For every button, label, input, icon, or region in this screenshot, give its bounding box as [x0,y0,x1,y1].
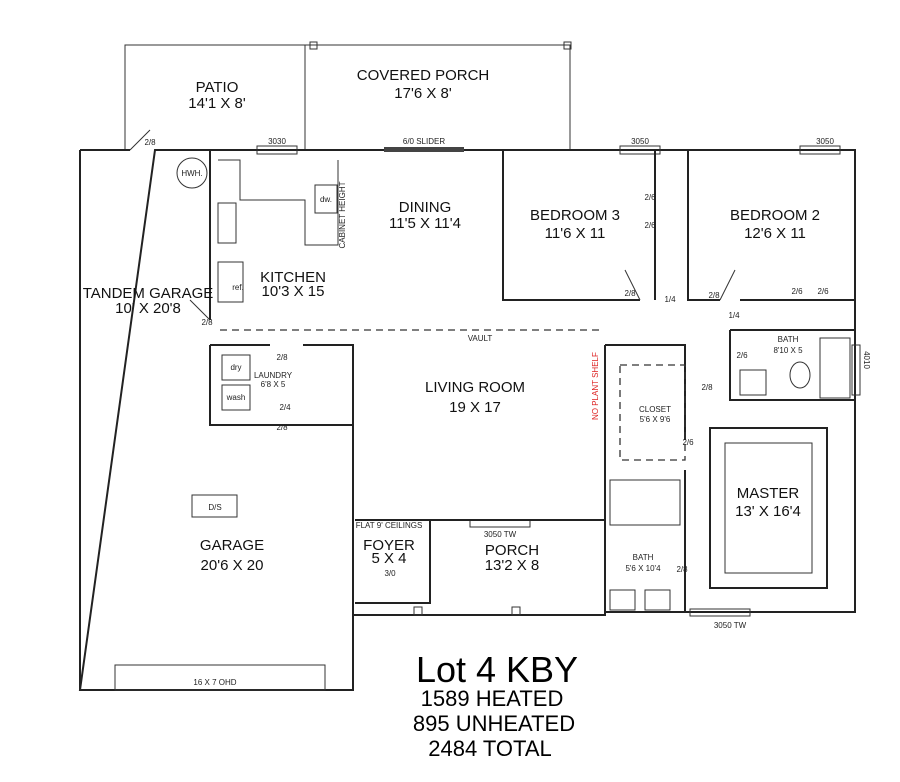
hall-bath-name: BATH [778,335,799,344]
window-3050-label: 3050 [816,137,834,146]
lot-title: Lot 4 KBY [416,649,578,690]
closet-name: CLOSET [639,405,671,414]
door-label: 1/4 [728,311,740,320]
door-label: 3/0 [384,569,396,578]
interior-walls [129,129,855,690]
dryer-label: dry [230,363,241,372]
door-label: 2/6 [682,438,694,447]
hall-bath-size: 8'10 X 5 [773,346,803,355]
bedroom3-name: BEDROOM 3 [530,207,620,224]
door-label: 2/6 [817,287,829,296]
master-window-label: 3050 TW [714,621,747,630]
no-plant-shelf-label: NO PLANT SHELF [591,352,600,420]
foyer-size: 5 X 4 [371,550,406,567]
water-heater-label: HWH. [181,169,202,178]
kitchen-name: KITCHEN [260,269,326,286]
window-3050-label: 3050 [631,137,649,146]
vault-label: VAULT [468,334,493,343]
bedroom2-size: 12'6 X 11 [744,225,806,242]
covered-porch-name: COVERED PORCH [357,67,490,84]
bedroom2-name: BEDROOM 2 [730,207,820,224]
closet-size: 5'6 X 9'6 [640,415,671,424]
master-name: MASTER [737,485,800,502]
door-label: 2/8 [276,353,288,362]
door-label: 2/8 [676,565,688,574]
door-label: 2/6 [736,351,748,360]
exterior-walls [78,145,861,691]
porch-window-label: 3050 TW [484,530,517,539]
door-label: 2/6 [644,193,656,202]
covered-porch-size: 17'6 X 8' [394,85,452,102]
door-label: 2/8 [144,138,156,147]
laundry-size: 6'8 X 5 [261,380,286,389]
dining-name: DINING [399,199,452,216]
patio-outline [124,41,572,150]
kitchen-size: 10'3 X 15 [262,283,325,300]
cabinet-height-label: CABINET HEIGHT [338,181,347,248]
tandem-garage-name: TANDEM GARAGE [83,285,214,302]
garage-door-label: 16 X 7 OHD [193,678,236,687]
garage-size: 20'6 X 20 [201,557,264,574]
door-label: 1/4 [664,295,676,304]
refrigerator-label: ref. [232,283,244,292]
heated-area: 1589 HEATED [421,686,564,711]
unheated-area: 895 UNHEATED [413,711,575,736]
porch-size: 13'2 X 8 [485,557,540,574]
door-label: 2/6 [644,221,656,230]
door-labels: 2/8 2/8 2/8 2/4 2/8 2/6 2/6 2/8 1/4 2/8 … [144,138,829,578]
laundry-name: LAUNDRY [254,371,293,380]
flat-ceilings-label: FLAT 9' CEILINGS [356,521,423,530]
door-label: 2/8 [276,423,288,432]
door-label: 2/4 [279,403,291,412]
master-bath-name: BATH [633,553,654,562]
patio-name: PATIO [196,79,239,96]
living-name: LIVING ROOM [425,379,525,396]
porch-name: PORCH [485,542,539,559]
patio-size: 14'1 X 8' [188,95,246,112]
ds-label: D/S [208,503,221,512]
door-label: 2/8 [708,291,720,300]
door-label: 2/8 [624,289,636,298]
tandem-garage-size: 10' X 20'8 [115,300,181,317]
bath-window-label: 4010 [862,351,871,369]
master-bath-size: 5'6 X 10'4 [625,564,661,573]
door-label: 2/8 [201,318,213,327]
dining-size: 11'5 X 11'4 [389,215,461,232]
garage-name: GARAGE [200,537,264,554]
slider-label: 6/0 SLIDER [403,137,445,146]
total-area: 2484 TOTAL [428,736,552,761]
door-label: 2/6 [791,287,803,296]
dishwasher-label: dw. [320,195,332,204]
living-size: 19 X 17 [449,399,501,416]
foyer-name: FOYER [363,537,415,554]
window-3030-label: 3030 [268,137,286,146]
master-size: 13' X 16'4 [735,503,801,520]
washer-label: wash [226,393,246,402]
bedroom3-size: 11'6 X 11 [545,225,606,242]
door-label: 2/8 [701,383,713,392]
